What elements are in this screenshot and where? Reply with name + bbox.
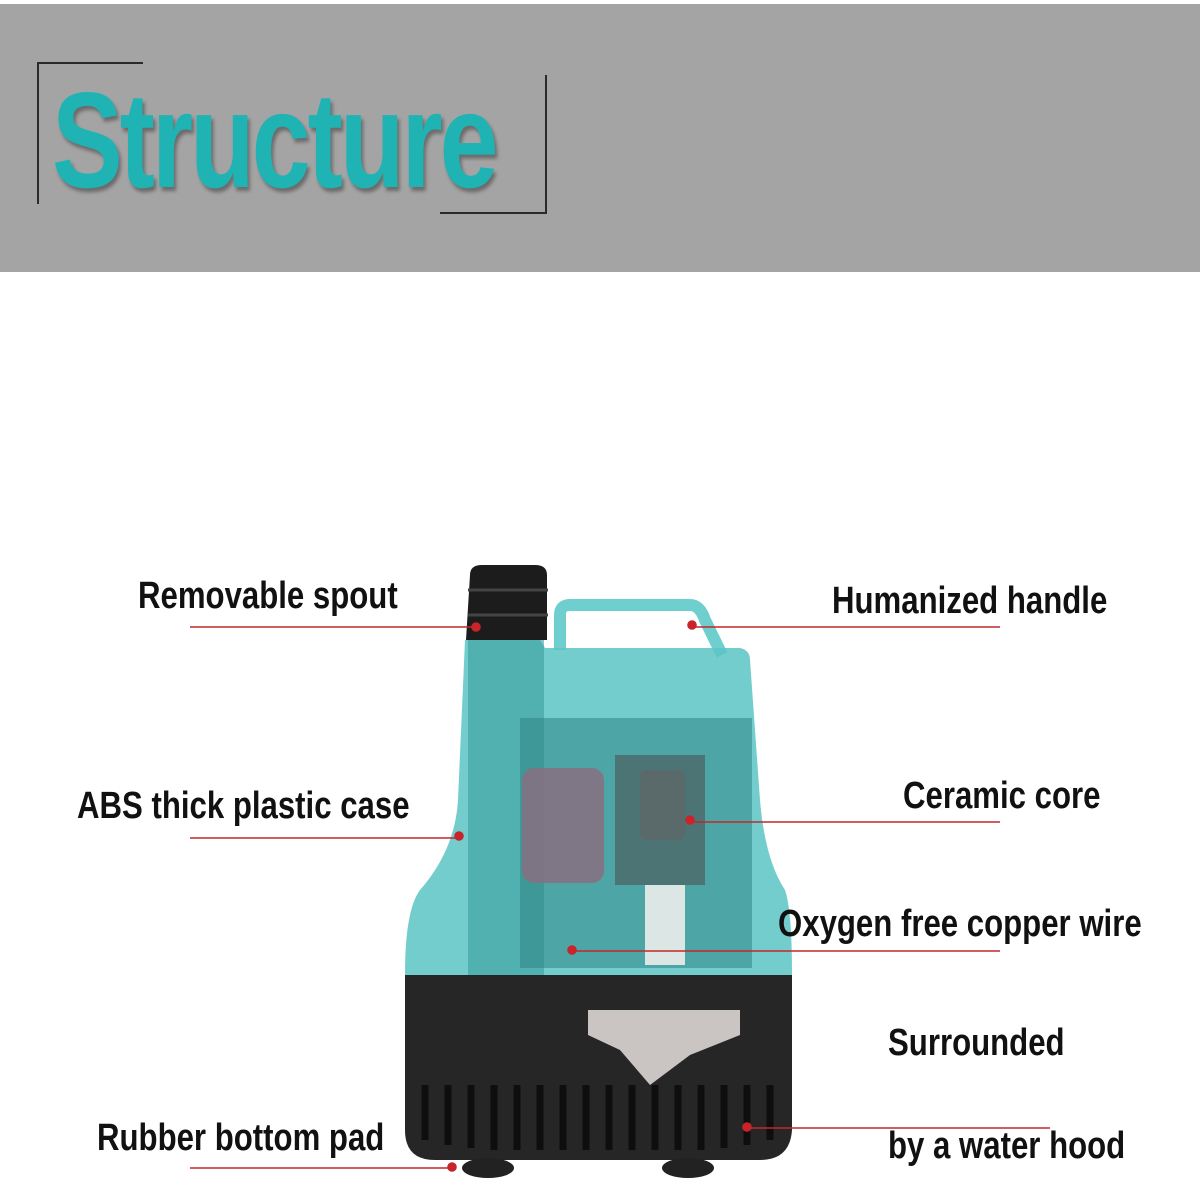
base-hood <box>405 975 792 1160</box>
label-water-hood-line1: Surrounded <box>888 1022 1065 1064</box>
label-humanized-handle: Humanized handle <box>832 580 1108 622</box>
page-title: Structure <box>52 64 499 216</box>
handle-shape <box>554 599 728 658</box>
label-ceramic-core: Ceramic core <box>903 775 1101 817</box>
rubber-foot-right <box>662 1158 714 1178</box>
label-copper-wire: Oxygen free copper wire <box>778 903 1142 945</box>
copper-coil <box>522 768 604 883</box>
bracket-top-left-h <box>37 62 143 64</box>
spout-shape <box>466 565 547 640</box>
shaft <box>645 885 685 965</box>
bracket-bottom-right-v <box>545 75 547 214</box>
rubber-foot-left <box>462 1158 514 1178</box>
label-abs-case: ABS thick plastic case <box>77 785 410 827</box>
label-removable-spout: Removable spout <box>138 575 398 617</box>
label-rubber-pad: Rubber bottom pad <box>97 1117 385 1159</box>
bracket-bottom-right-h <box>440 212 547 214</box>
impeller <box>588 1010 740 1085</box>
bracket-top-left-v <box>37 62 39 204</box>
header-band <box>0 4 1200 272</box>
label-water-hood-line2: by a water hood <box>888 1125 1126 1167</box>
ceramic-core <box>640 770 685 840</box>
